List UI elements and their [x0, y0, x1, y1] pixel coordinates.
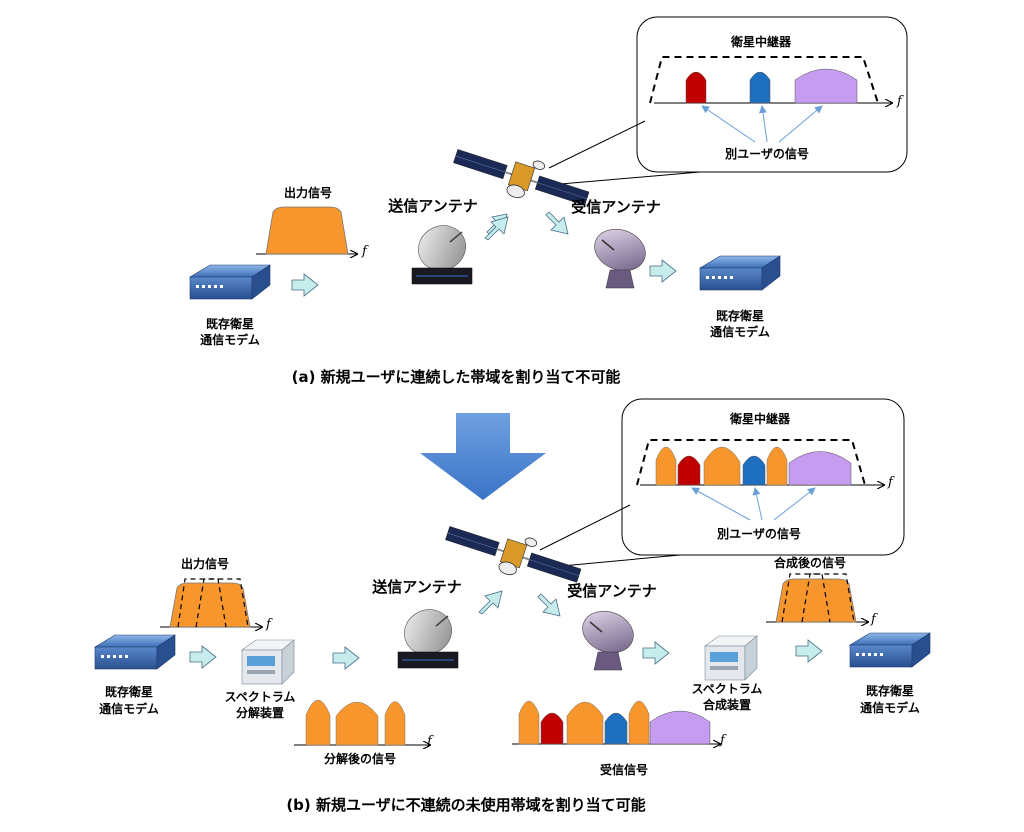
modem-icon: [188, 264, 271, 300]
axis-f-label: f: [266, 617, 271, 632]
transponder-callout-b: [539, 398, 905, 569]
combiner-line2: 合成装置: [702, 698, 752, 712]
combined-signal-label: 合成後の信号: [773, 556, 847, 570]
received-signal-label: 受信信号: [599, 763, 649, 777]
tx-antenna-label-b: 送信アンテナ: [372, 578, 462, 596]
transponder-title-b: 衛星中継器: [729, 412, 791, 426]
flow-arrow: [291, 273, 319, 297]
flow-arrow: [545, 211, 569, 235]
axis-f-label: f: [720, 733, 725, 748]
dish-receive-icon: [582, 610, 634, 671]
rx-antenna-label-b: 受信アンテナ: [567, 582, 657, 600]
modem-left-line1-a: 既存衛星: [205, 317, 255, 331]
caption-a: (a) 新規ユーザに連続した帯域を割り当て不可能: [291, 368, 621, 386]
splitter-line2: 分解装置: [235, 706, 285, 720]
axis-f-label: f: [427, 734, 432, 749]
received-signal-spectrum: [512, 700, 720, 744]
satellite-icon: [453, 149, 590, 206]
spectrum-device-icon: [704, 635, 758, 681]
spectrum-device-icon: [241, 639, 295, 685]
combined-signal-spectrum: [766, 573, 868, 622]
axis-f-label: f: [362, 244, 367, 259]
caption-b: (b) 新規ユーザに不連続の未使用帯域を割り当て可能: [286, 796, 646, 814]
modem-icon: [698, 255, 781, 291]
dish-receive-icon: [594, 228, 646, 289]
tx-antenna-label-a: 送信アンテナ: [388, 197, 478, 215]
output-signal-spectrum-b: [160, 578, 262, 627]
split-signal-spectrum: [294, 699, 430, 745]
axis-f-label: f: [871, 612, 876, 627]
dish-transmit-icon: [411, 225, 473, 285]
flow-arrow: [795, 639, 823, 663]
flow-arrow: [332, 646, 360, 670]
flow-arrow: [649, 259, 677, 283]
flow-arrow: [537, 593, 561, 617]
dish-transmit-icon: [397, 609, 459, 669]
modem-left-line2-b: 通信モデム: [99, 702, 159, 716]
satellite-icon: [445, 526, 582, 583]
modem-icon: [848, 632, 931, 668]
big-down-arrow: [420, 413, 546, 500]
other-users-label-a: 別ユーザの信号: [725, 147, 809, 161]
modem-left-line2-a: 通信モデム: [200, 333, 260, 347]
output-signal-spectrum-a: [256, 206, 357, 254]
flow-arrow: [189, 645, 217, 669]
modem-left-line1-b: 既存衛星: [104, 685, 154, 699]
modem-icon: [93, 634, 176, 670]
axis-f-label: f: [888, 475, 893, 490]
modem-right-line1-b: 既存衛星: [865, 684, 915, 698]
combiner-line1: スペクトラム: [691, 682, 763, 696]
purple-signal: [794, 68, 858, 104]
modem-right-line1-a: 既存衛星: [715, 309, 765, 323]
axis-f-label: f: [897, 94, 902, 109]
output-signal-label-a: 出力信号: [283, 186, 333, 200]
modem-right-line2-b: 通信モデム: [860, 701, 920, 715]
output-signal-label-b: 出力信号: [180, 557, 230, 571]
split-signal-label: 分解後の信号: [323, 752, 397, 766]
other-users-label-b: 別ユーザの信号: [717, 527, 801, 541]
red-signal: [685, 71, 707, 104]
rx-antenna-label-a: 受信アンテナ: [571, 198, 661, 216]
transponder-title-a: 衛星中継器: [730, 35, 792, 49]
flow-arrow: [642, 641, 670, 665]
splitter-line1: スペクトラム: [224, 690, 296, 704]
modem-right-line2-a: 通信モデム: [710, 325, 770, 339]
blue-signal: [749, 71, 771, 104]
transponder-callout-a: [548, 16, 908, 186]
